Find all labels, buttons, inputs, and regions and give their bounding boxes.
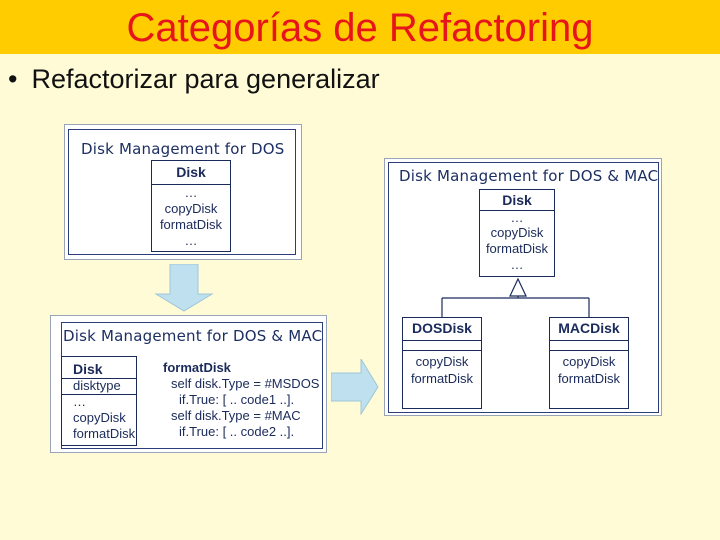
method-code-line: if.True: [ .. code1 ..]. xyxy=(179,392,295,407)
class-name: Disk xyxy=(73,361,103,377)
title-bar xyxy=(0,0,720,54)
right-arrow-icon xyxy=(331,359,379,415)
class-line: copyDisk xyxy=(562,354,616,369)
diagram-title: Disk Management for DOS & MAC xyxy=(63,327,323,345)
class-name: Disk xyxy=(502,192,532,208)
class-line: formatDisk xyxy=(159,217,223,232)
diagram-dos: Disk Management for DOS Disk … copyDisk … xyxy=(64,124,302,260)
class-line: … xyxy=(510,210,524,225)
diagram-title: Disk Management for DOS xyxy=(81,140,285,158)
class-divider xyxy=(403,340,481,341)
class-dosdisk: DOSDisk copyDisk formatDisk xyxy=(402,317,482,409)
diagram-frame xyxy=(68,129,296,255)
slide-title: Categorías de Refactoring xyxy=(126,6,594,50)
down-arrow-icon xyxy=(154,264,214,312)
class-line: … xyxy=(184,233,198,248)
class-divider xyxy=(152,184,230,185)
class-divider xyxy=(550,350,628,351)
class-divider xyxy=(62,394,136,395)
class-line: … xyxy=(510,257,524,272)
class-line: copyDisk xyxy=(164,201,218,216)
class-line: copyDisk xyxy=(490,225,544,240)
class-line: … xyxy=(184,185,198,200)
class-macdisk: MACDisk copyDisk formatDisk xyxy=(549,317,629,409)
class-disk: Disk … copyDisk formatDisk … xyxy=(479,189,555,277)
diagram-frame xyxy=(388,162,659,413)
method-code-line: self disk.Type = #MSDOS xyxy=(171,376,320,391)
class-name: DOSDisk xyxy=(412,320,472,336)
class-line: formatDisk xyxy=(73,426,136,441)
class-divider xyxy=(403,350,481,351)
method-name: formatDisk xyxy=(163,360,231,375)
diagram-title: Disk Management for DOS & MAC xyxy=(399,167,659,185)
inheritance-connector xyxy=(441,277,590,317)
class-disk: Disk disktype … copyDisk formatDisk xyxy=(61,356,137,446)
class-divider xyxy=(480,210,554,211)
class-line: copyDisk xyxy=(415,354,469,369)
class-line: formatDisk xyxy=(410,371,474,386)
class-divider xyxy=(62,378,136,379)
class-name: MACDisk xyxy=(558,320,620,336)
class-divider xyxy=(550,340,628,341)
class-line: … xyxy=(73,394,86,409)
class-line: formatDisk xyxy=(557,371,621,386)
method-code-line: if.True: [ .. code2 ..]. xyxy=(179,424,295,439)
class-name: Disk xyxy=(176,164,206,180)
class-line: formatDisk xyxy=(485,241,549,256)
class-line: copyDisk xyxy=(73,410,126,425)
bullet-item: • Refactorizar para generalizar xyxy=(8,64,380,95)
bullet-dot: • xyxy=(8,64,18,94)
class-attribute: disktype xyxy=(73,378,121,393)
class-disk: Disk … copyDisk formatDisk … xyxy=(151,160,231,252)
diagram-dos-mac-hierarchy: Disk Management for DOS & MAC Disk … cop… xyxy=(384,158,662,416)
diagram-dos-mac-switch: Disk Management for DOS & MAC Disk diskt… xyxy=(50,315,327,453)
method-code-line: self disk.Type = #MAC xyxy=(171,408,301,423)
bullet-text: Refactorizar para generalizar xyxy=(31,64,380,94)
